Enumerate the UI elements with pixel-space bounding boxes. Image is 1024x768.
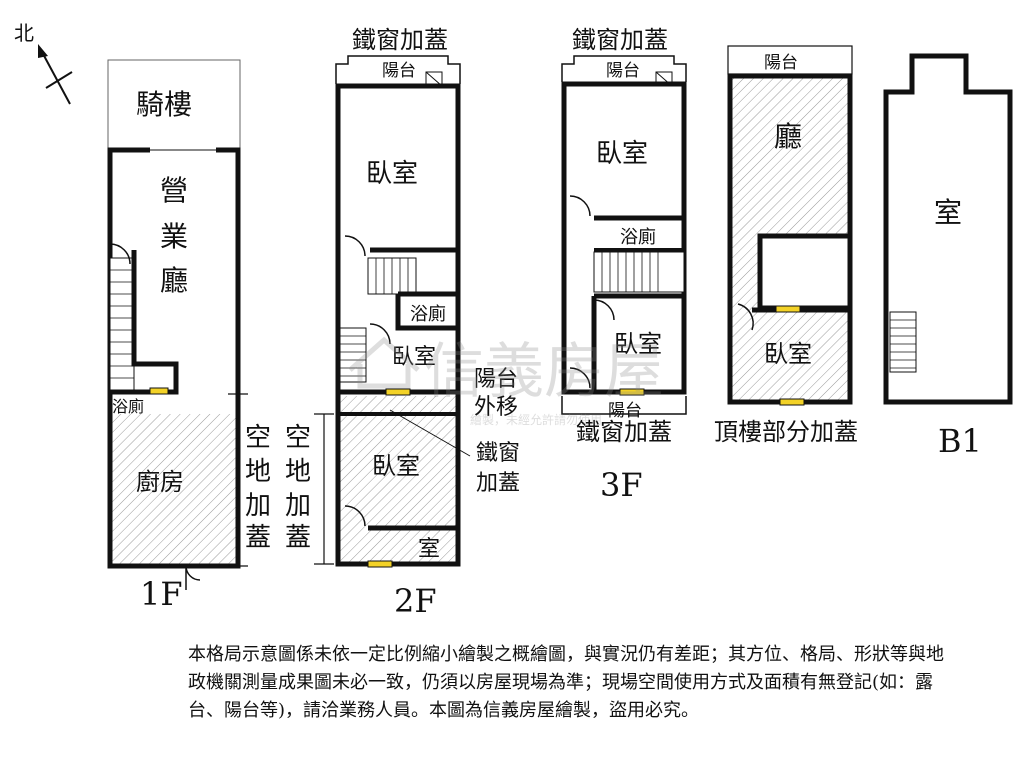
watermark: 信義房屋 繪製，未經允許請勿使用 — [348, 336, 664, 427]
balcony-moved-2f-line-1: 陽台 — [474, 367, 518, 392]
extension-2f-char-3: 加 — [285, 491, 311, 521]
extension-1f-char-1: 空 — [245, 423, 271, 453]
north-arrow-icon — [41, 51, 71, 105]
floor-3f-label: 3F — [600, 466, 643, 504]
extension-1f-char-3: 加 — [245, 491, 271, 521]
iron-window-top-3f: 鐵窗加蓋 — [572, 26, 668, 54]
wall-3f-3 — [591, 293, 684, 392]
balcony-top-3f-label: 陽台 — [606, 61, 640, 81]
business-hall-char-1: 營 — [160, 174, 188, 207]
bathroom-2f-label: 浴廁 — [410, 303, 446, 325]
floor-b1-label: B1 — [938, 422, 982, 460]
stair-b1 — [889, 311, 917, 373]
window-roof-2 — [779, 398, 805, 406]
door-arc-roof — [737, 303, 754, 331]
arcade-label: 騎樓 — [136, 88, 192, 121]
iron-window-top-2f: 鐵窗加蓋 — [352, 26, 448, 54]
balcony-moved-2f-line-2: 外移 — [474, 395, 518, 420]
door-arc-2f-1 — [344, 235, 366, 257]
room-small-2f-label: 室 — [418, 537, 440, 562]
roof-bedroom-label: 臥室 — [764, 340, 812, 368]
floor-2f-label: 2F — [394, 582, 437, 620]
business-hall-char-2: 業 — [160, 220, 188, 253]
window-3f — [619, 388, 645, 396]
extension-1f-char-2: 地 — [245, 457, 271, 487]
door-arc-3f-1 — [569, 195, 591, 217]
roof-hall-label: 廳 — [774, 120, 802, 153]
stair-1f-treads — [110, 269, 134, 379]
balcony-bottom-3f-outline — [561, 396, 687, 415]
bedroom-mid-2f-label: 臥室 — [392, 345, 436, 370]
arcade-area — [107, 59, 241, 151]
window-roof-1 — [775, 305, 801, 313]
bathroom-3f-label: 浴廁 — [620, 226, 656, 248]
roof-opening — [757, 233, 853, 311]
kitchen-label: 廚房 — [136, 468, 184, 496]
door-arc-3f-3 — [569, 367, 591, 389]
roof-balcony-label: 陽台 — [764, 53, 798, 73]
hatched-rear-2f — [338, 396, 458, 564]
balcony-2f-label: 陽台 — [382, 61, 416, 81]
iron-window-bottom-3f: 鐵窗加蓋 — [576, 418, 672, 446]
extension-1f-char-4: 蓋 — [245, 523, 271, 553]
extension-2f-char-4: 蓋 — [285, 523, 311, 553]
north-label: 北 — [14, 21, 34, 45]
dimension-2f — [314, 413, 334, 565]
window-2f-2 — [367, 560, 393, 568]
b1-room-label: 室 — [934, 196, 962, 229]
north-arrowhead-icon — [38, 44, 48, 58]
watermark-brand: 信義房屋 — [424, 337, 664, 407]
bathroom-1f-label: 浴廁 — [112, 397, 144, 416]
stair-2f-lower-treads — [340, 335, 366, 377]
disclaimer-text: 本格局示意圖係未依一定比例縮小繪製之概繪圖，與實況仍有差距；其方位、格局、形狀等… — [188, 644, 944, 721]
extension-2f-char-2: 地 — [285, 457, 311, 487]
roof-balcony-outline — [727, 45, 853, 75]
stair-2f-lower — [339, 327, 367, 383]
stair-1f — [109, 257, 135, 393]
leader-line-2f — [389, 409, 471, 457]
bedroom-bottom-3f-label: 臥室 — [614, 330, 662, 358]
floor-roof: 陽台 廳 臥室 頂樓部分加蓋 — [714, 45, 858, 446]
watermark-subtext: 繪製，未經允許請勿使用 — [470, 412, 602, 427]
bedroom-top-3f-label: 臥室 — [596, 139, 648, 169]
floor-2f-wall — [335, 83, 461, 567]
stair-2f-upper-treads — [375, 258, 409, 294]
balcony-2f-outline — [335, 55, 461, 84]
kitchen-area — [110, 414, 238, 566]
compass: 北 — [14, 21, 73, 105]
compass-crossbar — [45, 71, 73, 89]
extension-2f-char-1: 空 — [285, 423, 311, 453]
back-door-arc-1f — [185, 565, 201, 590]
window-1f — [149, 387, 169, 395]
floor-2f: 鐵窗加蓋 陽台 臥室 浴廁 臥室 陽台 外移 鐵窗 — [285, 26, 520, 620]
bedroom-bottom-2f-label: 臥室 — [372, 452, 420, 480]
iron-window-2f-line-2: 加蓋 — [476, 471, 520, 496]
iron-window-2f-line-1: 鐵窗 — [476, 441, 520, 466]
watermark-logo-icon — [348, 336, 420, 389]
business-hall-char-3: 廳 — [160, 264, 188, 297]
door-arc-3f-2 — [593, 299, 615, 321]
bedroom-top-2f-label: 臥室 — [366, 159, 418, 189]
b1-wall — [883, 53, 1013, 405]
stair-3f — [593, 251, 685, 293]
floor-3f: 鐵窗加蓋 陽台 臥室 浴廁 臥室 陽台 鐵窗加蓋 3F — [561, 26, 687, 504]
floor-1f-label: 1F — [140, 575, 183, 613]
window-2f-1 — [385, 388, 411, 396]
stair-b1-treads — [890, 319, 916, 369]
door-arc-2f-3 — [344, 505, 366, 527]
floor-b1: 室 B1 — [883, 53, 1013, 460]
door-arc-1f — [109, 243, 131, 265]
bath-wall-2f — [395, 291, 458, 331]
door-arc-2f-2 — [369, 323, 391, 345]
balcony-bottom-3f-label: 陽台 — [608, 401, 642, 421]
floor-1f: 騎樓 浴廁 營 業 廳 廚房 1F 空 地 加 — [107, 59, 271, 613]
dimension-1f — [228, 393, 248, 567]
balcony-3f-outline — [561, 55, 687, 82]
roof-caption: 頂樓部分加蓋 — [714, 418, 858, 446]
stair-3f-treads — [601, 252, 659, 292]
